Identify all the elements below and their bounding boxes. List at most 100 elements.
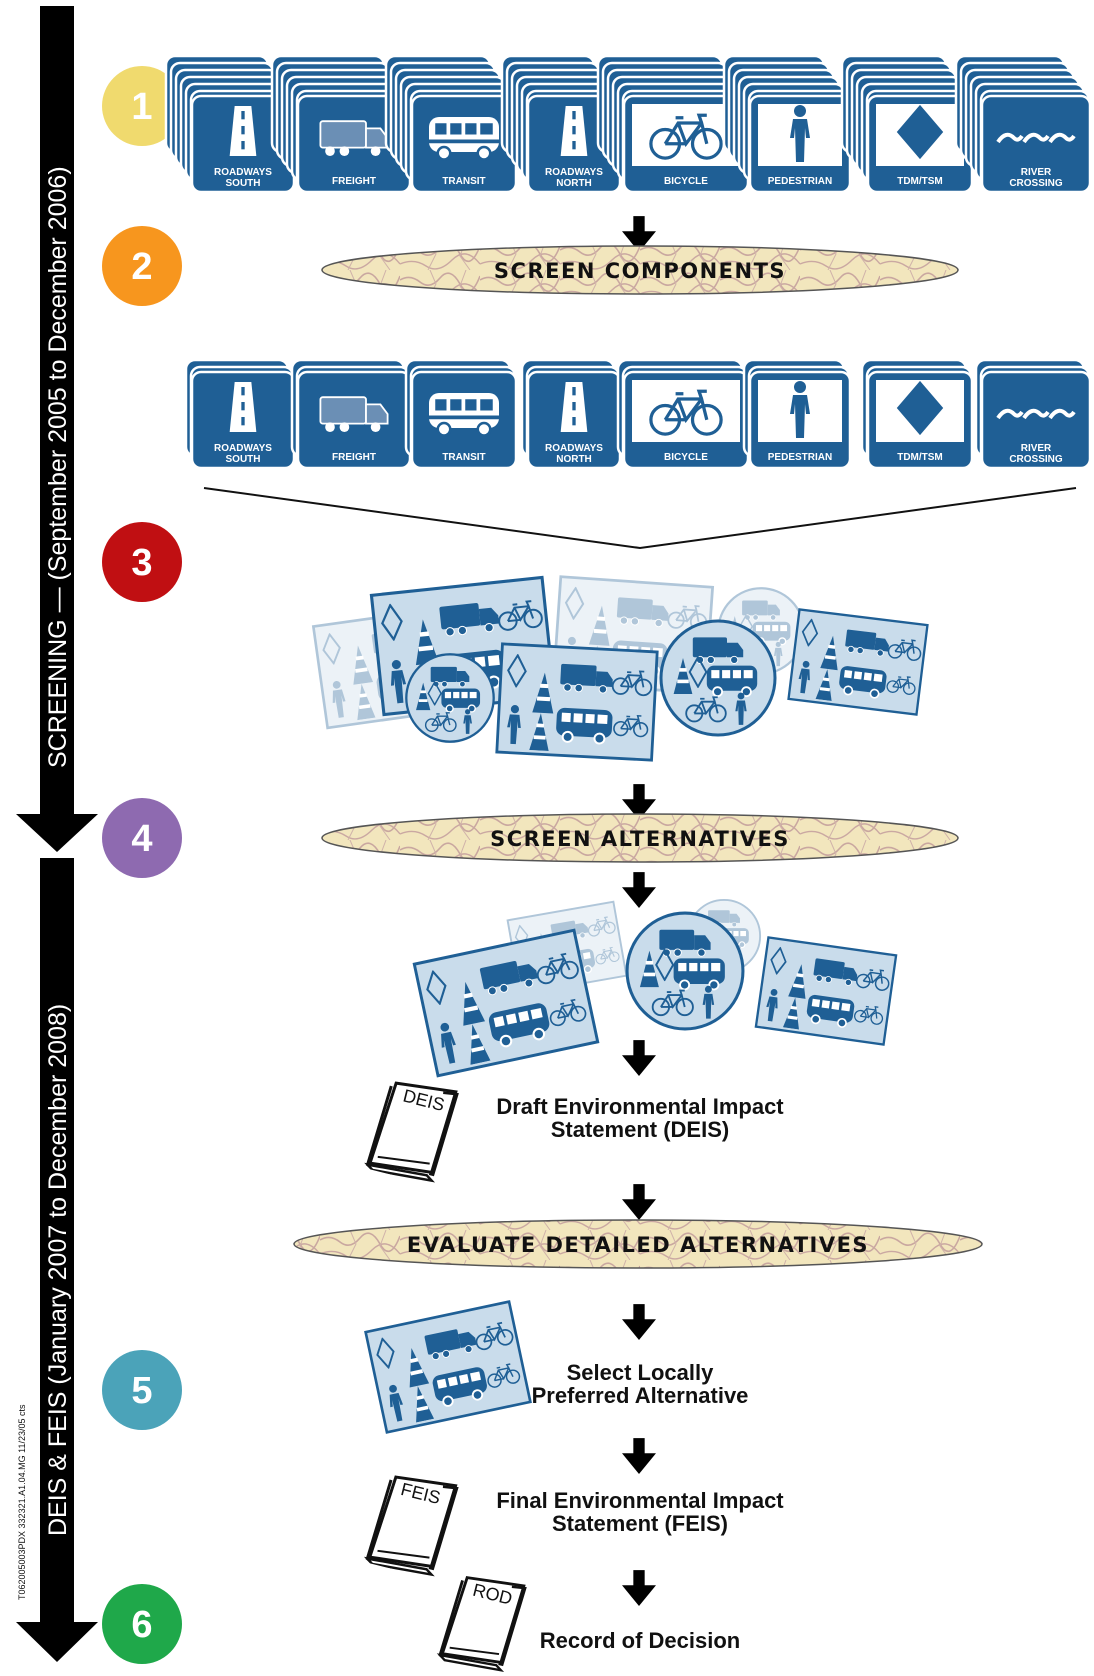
lpa-step: Select Locally Preferred Alternative bbox=[366, 1302, 749, 1433]
component-card-bicycle: BICYCLE bbox=[596, 54, 750, 194]
screen-components-label: SCREEN COMPONENTS bbox=[494, 259, 786, 283]
step-circle bbox=[102, 226, 182, 306]
step-circle bbox=[102, 798, 182, 878]
card-label-line1: TRANSIT bbox=[442, 452, 485, 463]
card-icon-panel bbox=[632, 104, 740, 166]
deis-feis-bar bbox=[40, 858, 74, 1626]
deis-feis-arrowhead bbox=[16, 1622, 98, 1662]
deis-step: DEIS Draft Environmental Impact Statemen… bbox=[365, 1073, 784, 1187]
card-face bbox=[980, 94, 1092, 194]
step-number: 6 bbox=[131, 1604, 152, 1646]
step-3-marker: 3 bbox=[102, 522, 182, 602]
screen-alternatives-label: SCREEN ALTERNATIVES bbox=[490, 827, 790, 851]
card-icon-panel bbox=[632, 380, 740, 442]
step-6-marker: 6 bbox=[102, 1584, 182, 1664]
card-label-line1: PEDESTRIAN bbox=[768, 452, 832, 463]
down-arrow bbox=[622, 1040, 656, 1076]
card-label-line1: BICYCLE bbox=[664, 452, 708, 463]
deis-title-line2: Statement (DEIS) bbox=[551, 1117, 729, 1142]
component-card-pedestrian: PEDESTRIAN bbox=[722, 54, 852, 194]
step-circle bbox=[102, 522, 182, 602]
card-label-line1: TDM/TSM bbox=[897, 452, 943, 463]
alternatives-collage bbox=[313, 577, 927, 760]
drawing-code: T062005003PDX 332321.A1.04.MG 11/23/05 c… bbox=[17, 1404, 27, 1600]
card-label-line1: TDM/TSM bbox=[897, 176, 943, 187]
card-label-line2: SOUTH bbox=[226, 178, 261, 189]
down-arrow bbox=[622, 1570, 656, 1606]
step-4-marker: 4 bbox=[102, 798, 182, 878]
card-label-line1: TRANSIT bbox=[442, 176, 485, 187]
rod-step: ROD Record of Decision bbox=[437, 1568, 740, 1676]
screening-bar bbox=[40, 6, 74, 818]
step-number: 3 bbox=[131, 542, 152, 584]
card-label-line1: RIVER bbox=[1021, 167, 1052, 178]
down-arrow bbox=[622, 872, 656, 908]
down-arrow bbox=[622, 1184, 656, 1220]
lpa-line2: Preferred Alternative bbox=[532, 1383, 749, 1408]
step-number: 1 bbox=[131, 86, 152, 128]
step-2-marker: 2 bbox=[102, 226, 182, 306]
down-arrow bbox=[622, 1304, 656, 1340]
rod-title: Record of Decision bbox=[540, 1628, 740, 1653]
card-label-line1: FREIGHT bbox=[332, 176, 376, 187]
alternative-option bbox=[756, 937, 896, 1044]
step-number: 5 bbox=[131, 1370, 152, 1412]
card-label-line1: FREIGHT bbox=[332, 452, 376, 463]
step-number: 2 bbox=[131, 246, 152, 288]
card-label-line1: ROADWAYS bbox=[545, 167, 603, 178]
deis-feis-label: DEIS & FEIS (January 2007 to December 20… bbox=[44, 1004, 72, 1536]
alternative-option bbox=[406, 654, 493, 741]
screened-alternatives bbox=[414, 900, 896, 1076]
step-circle bbox=[102, 66, 182, 146]
step-circle bbox=[102, 1350, 182, 1430]
step-markers: 1 2 3 4 5 6 bbox=[102, 66, 182, 1664]
card-face bbox=[980, 370, 1092, 470]
screening-label: SCREENING — (September 2005 to December … bbox=[44, 166, 72, 768]
card-label-line2: SOUTH bbox=[226, 454, 261, 465]
card-label-line2: NORTH bbox=[556, 178, 592, 189]
card-label-line1: RIVER bbox=[1021, 443, 1052, 454]
lpa-line1: Select Locally bbox=[567, 1360, 715, 1385]
card-label-line1: ROADWAYS bbox=[214, 167, 272, 178]
step-number: 4 bbox=[131, 818, 152, 860]
alternative-option bbox=[661, 621, 775, 735]
alternative-option bbox=[627, 913, 743, 1029]
screen-components-oval: SCREEN COMPONENTS bbox=[321, 245, 959, 295]
step-circle bbox=[102, 1584, 182, 1664]
timeline: SCREENING — (September 2005 to December … bbox=[16, 6, 98, 1662]
feis-title-line1: Final Environmental Impact bbox=[496, 1488, 784, 1513]
alternative-option bbox=[414, 930, 597, 1076]
alternative-option bbox=[789, 609, 928, 714]
card-label-line1: ROADWAYS bbox=[214, 443, 272, 454]
component-card-tdmtsm: TDM/TSM bbox=[840, 54, 974, 194]
component-card-pedestrian: PEDESTRIAN bbox=[742, 358, 852, 470]
card-label-line2: CROSSING bbox=[1009, 454, 1063, 465]
component-card-transit: TRANSIT bbox=[384, 54, 518, 194]
component-card-freight: FREIGHT bbox=[270, 54, 412, 194]
component-card-freight: FREIGHT bbox=[290, 358, 412, 470]
alternative-option bbox=[497, 644, 657, 760]
card-label-line1: BICYCLE bbox=[664, 176, 708, 187]
step-5-marker: 5 bbox=[102, 1350, 182, 1430]
card-label-line2: NORTH bbox=[556, 454, 592, 465]
funnel-lines bbox=[203, 487, 1077, 550]
feis-step: FEIS Final Environmental Impact Statemen… bbox=[364, 1467, 784, 1581]
component-card-transit: TRANSIT bbox=[404, 358, 518, 470]
screen-alternatives-oval: SCREEN ALTERNATIVES bbox=[321, 813, 959, 863]
deis-title-line1: Draft Environmental Impact bbox=[496, 1094, 784, 1119]
step-1-marker: 1 bbox=[102, 66, 182, 146]
screening-arrowhead bbox=[16, 814, 98, 852]
component-card-tdmtsm: TDM/TSM bbox=[860, 358, 974, 470]
card-label-line2: CROSSING bbox=[1009, 178, 1063, 189]
evaluate-detailed-label: EVALUATE DETAILED ALTERNATIVES bbox=[407, 1233, 869, 1257]
component-card-bicycle: BICYCLE bbox=[616, 358, 750, 470]
card-label-line1: ROADWAYS bbox=[545, 443, 603, 454]
feis-title-line2: Statement (FEIS) bbox=[552, 1511, 728, 1536]
